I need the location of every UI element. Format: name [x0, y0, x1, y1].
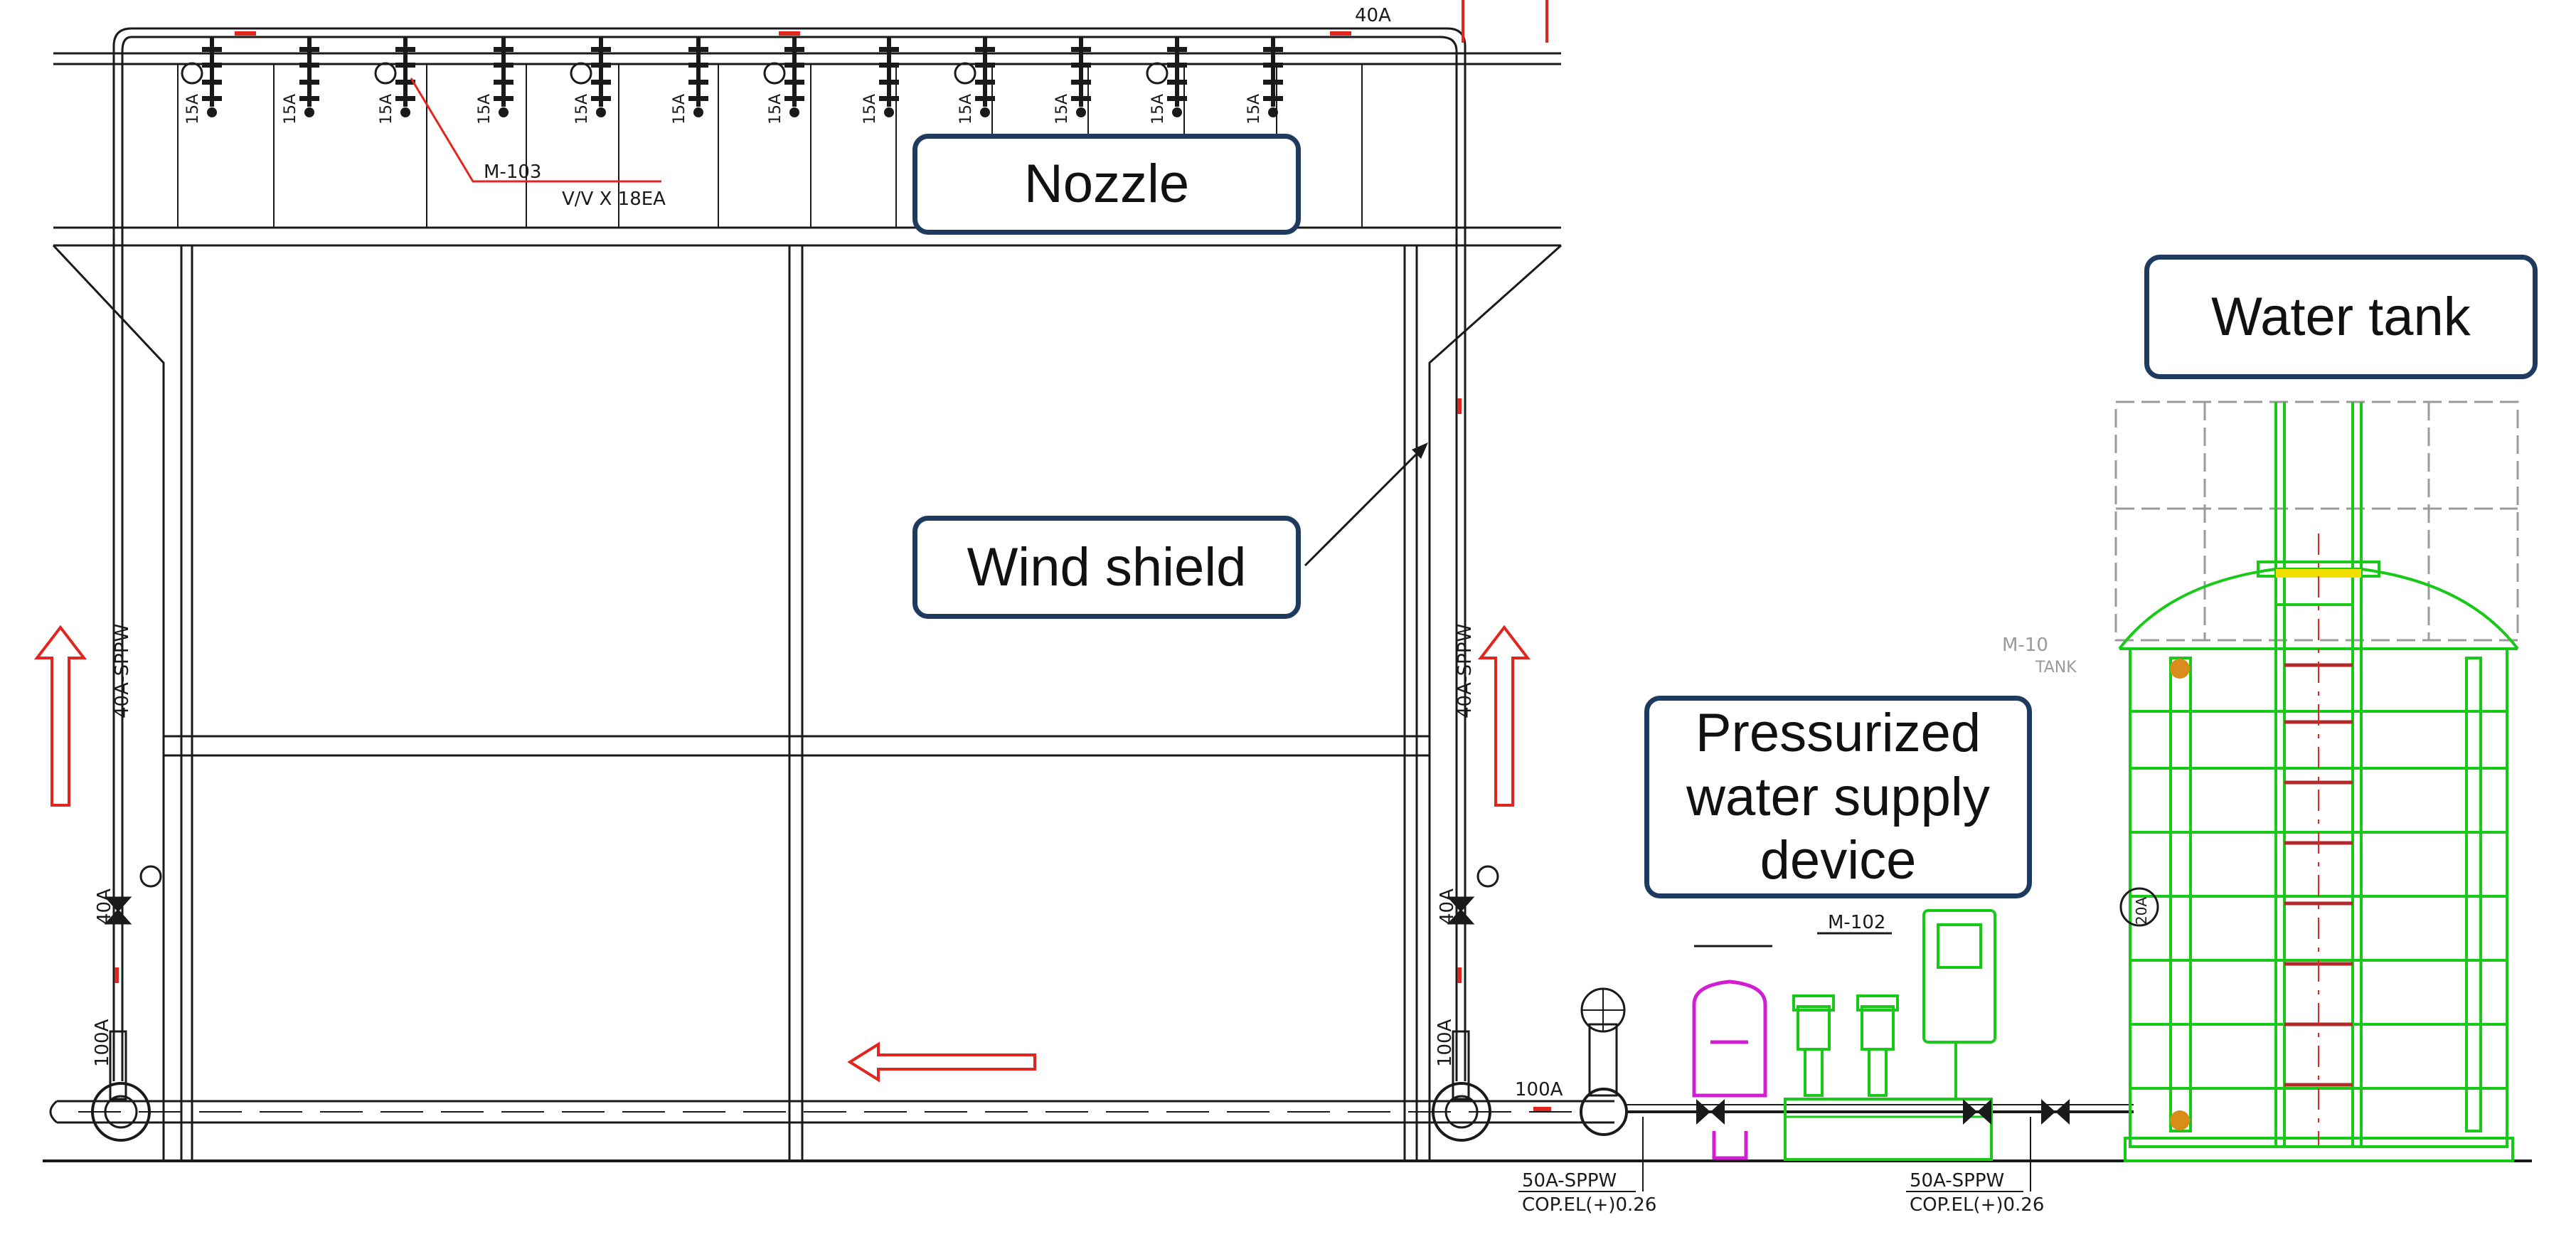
- frame-marks: [1462, 0, 1548, 43]
- flow-arrows: [33, 625, 1531, 1083]
- tank-tag-label: M-10: [2002, 635, 2048, 656]
- nozzle-array: 15A 15A 15A 15A 15A 15A 15A 15A 15A 15A 15A 15A: [181, 37, 1283, 124]
- left-valve-label: 40A: [94, 888, 115, 925]
- pump-tag-label: M-102: [1828, 912, 1885, 933]
- label-underlines: [1518, 1117, 2031, 1192]
- right-riser-label: 40A-SPPW: [1454, 624, 1476, 718]
- nozzle-size-label: 15A: [476, 94, 494, 124]
- right-valve-label: 40A: [1437, 888, 1458, 925]
- main-pipe-label: 100A: [1515, 1079, 1563, 1100]
- nozzle-size-label: 15A: [378, 94, 395, 124]
- spray-nozzle: 15A: [671, 37, 708, 124]
- water-tank: [2114, 400, 2519, 1162]
- pump-1: [1792, 994, 1835, 1097]
- spray-nozzle: 15A: [954, 37, 995, 124]
- supply-right-line1: 50A-SPPW: [1910, 1170, 2004, 1191]
- nozzle-size-label: 15A: [282, 94, 299, 124]
- gauge-icon: [374, 62, 397, 85]
- left-riser-label: 40A-SPPW: [112, 624, 133, 718]
- spray-nozzle: 15A: [1053, 37, 1091, 124]
- nozzle-size-label: 15A: [1245, 94, 1263, 124]
- nozzle-size-label: 15A: [671, 94, 688, 124]
- wind-shield-callout: Wind shield: [912, 516, 1301, 619]
- right-base-label: 100A: [1435, 1019, 1456, 1067]
- tank-nozzle-label: 20A: [2133, 897, 2150, 925]
- spray-nozzle: 15A: [861, 37, 899, 124]
- wind-shield-leader: [1304, 442, 1428, 567]
- nozzle-size-label: 15A: [1053, 94, 1071, 124]
- water-tank-callout: Water tank: [2144, 255, 2538, 379]
- valve-count-label: V/V X 18EA: [562, 189, 666, 210]
- nozzle-callout: Nozzle: [912, 134, 1301, 235]
- spray-nozzle: 15A: [181, 37, 222, 124]
- nozzle-size-label: 15A: [184, 94, 202, 124]
- gauge-icon: [954, 62, 976, 85]
- supply-left-line1: 50A-SPPW: [1522, 1170, 1617, 1191]
- gauge-icon: [763, 62, 786, 85]
- supply-right-line2: COP.EL(+)0.26: [1910, 1194, 2044, 1216]
- spray-nozzle: 15A: [282, 37, 319, 124]
- supply-valves: [1696, 1099, 2070, 1125]
- spray-nozzle: 15A: [570, 37, 611, 124]
- spray-nozzle: 15A: [1146, 37, 1187, 124]
- riser-valves: [104, 865, 1499, 925]
- pressure-tank: [1692, 980, 1767, 1160]
- control-panel: [1922, 909, 1996, 1099]
- left-base-label: 100A: [92, 1019, 113, 1067]
- top-pipe-label: 40A: [1355, 5, 1391, 26]
- nozzle-size-label: 15A: [767, 94, 784, 124]
- pump-unit: [1692, 909, 2070, 1161]
- spray-nozzle: 15A: [1245, 37, 1283, 124]
- tank-sub-label: TANK: [2035, 659, 2077, 676]
- pipe-markers: [115, 31, 1551, 1111]
- nozzle-tag-label: M-103: [484, 161, 541, 183]
- spray-nozzle: 15A: [476, 37, 513, 124]
- gauge-icon: [570, 62, 592, 85]
- gauge-icon: [181, 62, 203, 85]
- nozzle-leader-line: [410, 78, 661, 183]
- pipe-labels: 40A 40A-SPPW 40A-SPPW 40A 40A 100A 100A …: [92, 5, 2150, 1216]
- supply-left-line2: COP.EL(+)0.26: [1522, 1194, 1656, 1216]
- pump-2: [1856, 994, 1899, 1097]
- spray-nozzle: 15A: [763, 37, 804, 124]
- pressurized-water-supply-callout: Pressurized water supply device: [1644, 696, 2032, 898]
- gauge-icon: [1146, 62, 1169, 85]
- spray-nozzle: 15A: [374, 37, 415, 124]
- nozzle-size-label: 15A: [861, 94, 879, 124]
- nozzle-size-label: 15A: [1149, 94, 1167, 124]
- nozzle-size-label: 15A: [573, 94, 591, 124]
- nozzle-size-label: 15A: [957, 94, 975, 124]
